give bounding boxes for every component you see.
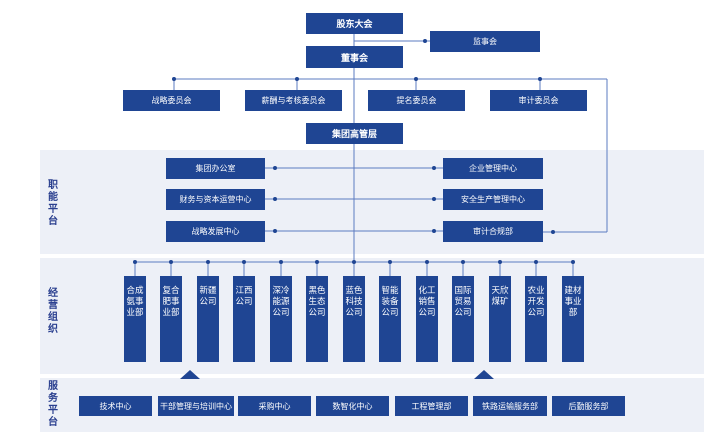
company-2: 新疆公司 <box>197 276 219 362</box>
functional-band <box>40 150 704 254</box>
company-8: 化工销售公司 <box>416 276 438 362</box>
company-0: 合成氨事业部 <box>124 276 146 362</box>
company-5: 黑色生态公司 <box>306 276 328 362</box>
supervisory-board-box: 监事会 <box>430 31 540 52</box>
functional-label: 职能平台 <box>48 180 58 227</box>
service-label: 服务平台 <box>48 381 58 428</box>
company-4: 深冷能源公司 <box>270 276 292 362</box>
functional-right-1: 安全生产管理中心 <box>443 189 543 210</box>
committee-compensation: 薪酬与考核委员会 <box>245 90 342 111</box>
service-4: 工程管理部 <box>395 396 468 416</box>
company-6: 蓝色科技公司 <box>343 276 365 362</box>
service-0: 技术中心 <box>79 396 152 416</box>
company-12: 建材事业部 <box>562 276 584 362</box>
operating-band <box>40 258 704 374</box>
functional-right-2: 审计合规部 <box>443 221 543 242</box>
service-5: 铁路运输服务部 <box>473 396 547 416</box>
service-1: 干部管理与培训中心 <box>158 396 234 416</box>
arrow-up-icon-right <box>474 370 494 379</box>
service-6: 后勤服务部 <box>552 396 625 416</box>
committee-strategy: 战略委员会 <box>123 90 220 111</box>
service-2: 采购中心 <box>238 396 311 416</box>
operating-label: 经营组织 <box>48 288 58 335</box>
company-9: 国际贸易公司 <box>452 276 474 362</box>
company-10: 天欣煤矿 <box>489 276 511 362</box>
committee-audit: 审计委员会 <box>490 90 587 111</box>
shareholders-meeting-box: 股东大会 <box>306 13 403 34</box>
functional-left-1: 财务与资本运营中心 <box>166 189 265 210</box>
company-7: 智能装备公司 <box>379 276 401 362</box>
committee-nomination: 提名委员会 <box>368 90 465 111</box>
company-1: 复合肥事业部 <box>160 276 182 362</box>
board-of-directors-box: 董事会 <box>306 46 403 68</box>
executive-team-box: 集团高管层 <box>306 123 403 144</box>
service-3: 数智化中心 <box>316 396 389 416</box>
arrow-up-icon-left <box>180 370 200 379</box>
functional-right-0: 企业管理中心 <box>443 158 543 179</box>
functional-left-2: 战略发展中心 <box>166 221 265 242</box>
functional-left-0: 集团办公室 <box>166 158 265 179</box>
company-3: 江西公司 <box>233 276 255 362</box>
company-11: 农业开发公司 <box>525 276 547 362</box>
